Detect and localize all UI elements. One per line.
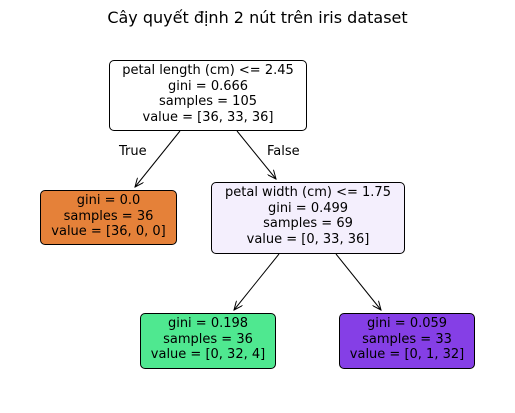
node-rr-gini: gini = 0.059 [366, 316, 448, 331]
node-root-split: petal length (cm) <= 2.45 [122, 63, 294, 78]
node-left-gini: gini = 0.0 [76, 193, 141, 208]
node-left-value: value = [36, 0, 0] [51, 224, 166, 239]
edge-right-rr [335, 253, 381, 310]
node-rl-value: value = [0, 32, 4] [150, 347, 266, 362]
node-right-value: value = [0, 33, 36] [246, 231, 370, 247]
node-rr-leaf: gini = 0.059 samples = 33 value = [0, 1,… [339, 313, 475, 369]
edge-label-false: False [267, 144, 300, 159]
node-rl-gini: gini = 0.198 [167, 316, 249, 331]
edge-label-true: True [119, 144, 147, 159]
node-rr-value: value = [0, 1, 32] [349, 347, 465, 362]
node-rr-samples: samples = 33 [362, 331, 452, 347]
node-rl-samples: samples = 36 [163, 331, 253, 347]
figure-title: Cây quyết định 2 nút trên iris dataset [107, 8, 408, 27]
node-right-gini: gini = 0.499 [267, 200, 349, 216]
node-left-leaf: gini = 0.0 samples = 36 value = [36, 0, … [40, 190, 177, 245]
node-root-samples: samples = 105 [158, 94, 257, 109]
node-left-samples: samples = 36 [63, 208, 154, 224]
node-root-value: value = [36, 33, 36] [142, 109, 274, 125]
node-root-gini: gini = 0.666 [167, 78, 249, 94]
edge-root-right [236, 130, 276, 179]
node-right-split: petal width (cm) <= 1.75 gini = 0.499 sa… [211, 182, 405, 254]
node-right-samples: samples = 69 [263, 216, 353, 231]
edge-right-rl [234, 253, 280, 310]
node-rl-leaf: gini = 0.198 samples = 36 value = [0, 32… [140, 313, 276, 369]
node-root: petal length (cm) <= 2.45 gini = 0.666 s… [109, 60, 307, 131]
edge-root-left [135, 130, 181, 187]
node-right-split-rule: petal width (cm) <= 1.75 [225, 185, 391, 200]
